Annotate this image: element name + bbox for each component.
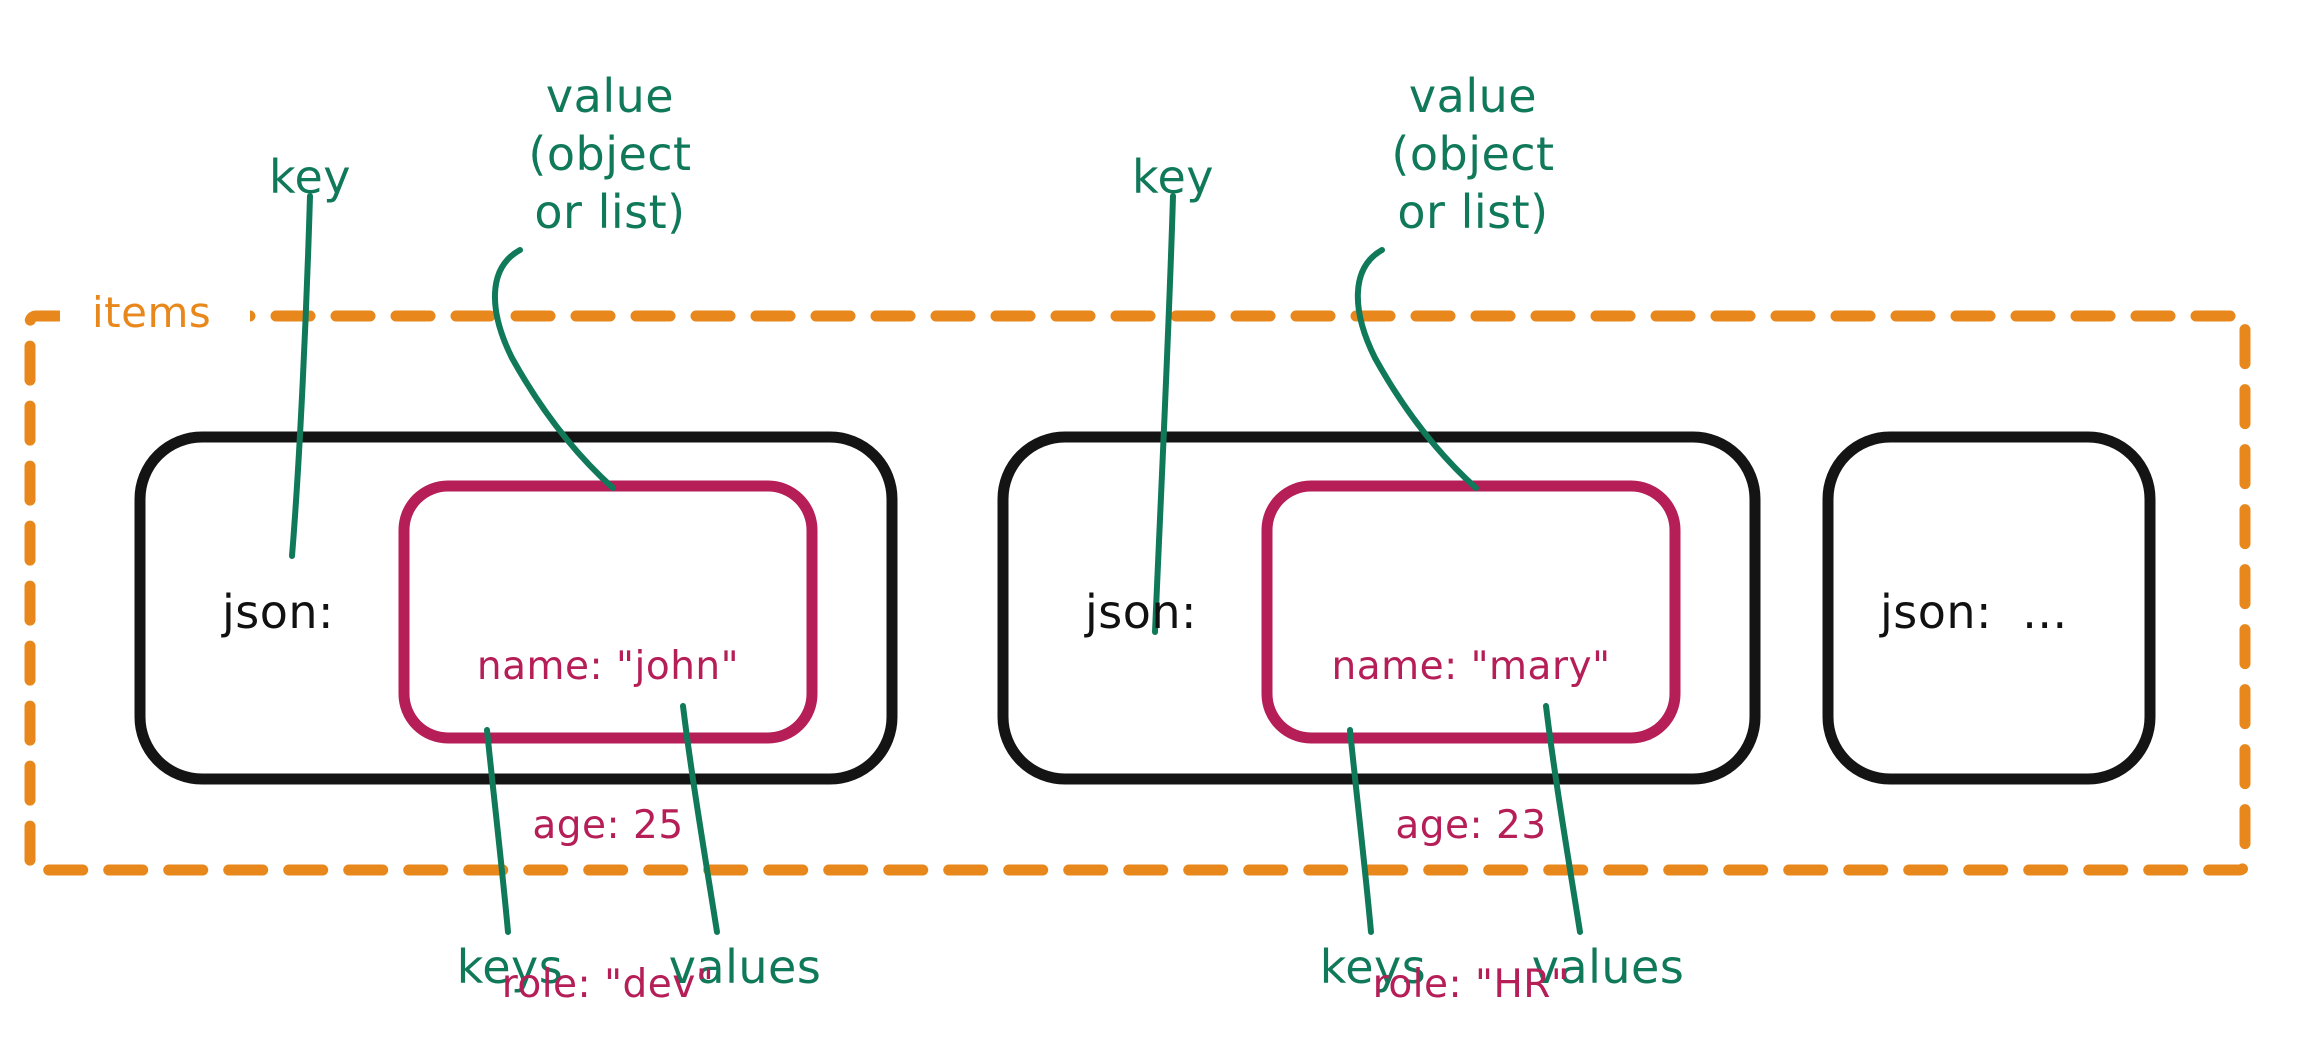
leader-value-right [1354, 247, 1479, 491]
annotation-values-left: values [668, 940, 822, 994]
annotation-key-right: key [1131, 150, 1215, 204]
item-card-2-value-row-2: age: 23 [1395, 803, 1547, 849]
annotation-keys-right: keys [1319, 940, 1427, 994]
annotation-value-right-line-1: value [1408, 69, 1538, 123]
item-card-1-value-row-1: name: "john" [476, 644, 740, 690]
annotation-value-left-line-2: (object [528, 127, 692, 181]
annotation-values-right: values [1531, 940, 1685, 994]
leader-value-left [492, 247, 616, 491]
annotation-value-right-line-3: or list) [1397, 185, 1549, 239]
item-card-2-value-text: name: "mary" age: 23 role: "HR" [1267, 534, 1675, 1058]
leader-key-left [289, 193, 313, 559]
leader-key-right [1152, 193, 1176, 635]
annotation-key-left: key [268, 150, 352, 204]
item-card-1-value-text: name: "john" age: 25 role: "dev" [404, 534, 812, 1058]
annotation-value-right-line-2: (object [1391, 127, 1555, 181]
items-container-label: items [92, 288, 212, 337]
annotation-value-left-line-1: value [545, 69, 675, 123]
annotation-keys-left: keys [456, 940, 564, 994]
item-card-1-key-label: json: [222, 585, 335, 639]
item-card-2-value-row-3: role: "HR" [1372, 962, 1570, 1008]
item-card-1-value-row-3: role: "dev" [501, 962, 715, 1008]
item-card-3-key-label: json: ... [1880, 585, 2068, 639]
item-card-2-value-row-1: name: "mary" [1331, 644, 1611, 690]
annotation-value-left-line-3: or list) [534, 185, 686, 239]
item-card-2-key-label: json: [1085, 585, 1198, 639]
item-card-1-value-row-2: age: 25 [532, 803, 684, 849]
